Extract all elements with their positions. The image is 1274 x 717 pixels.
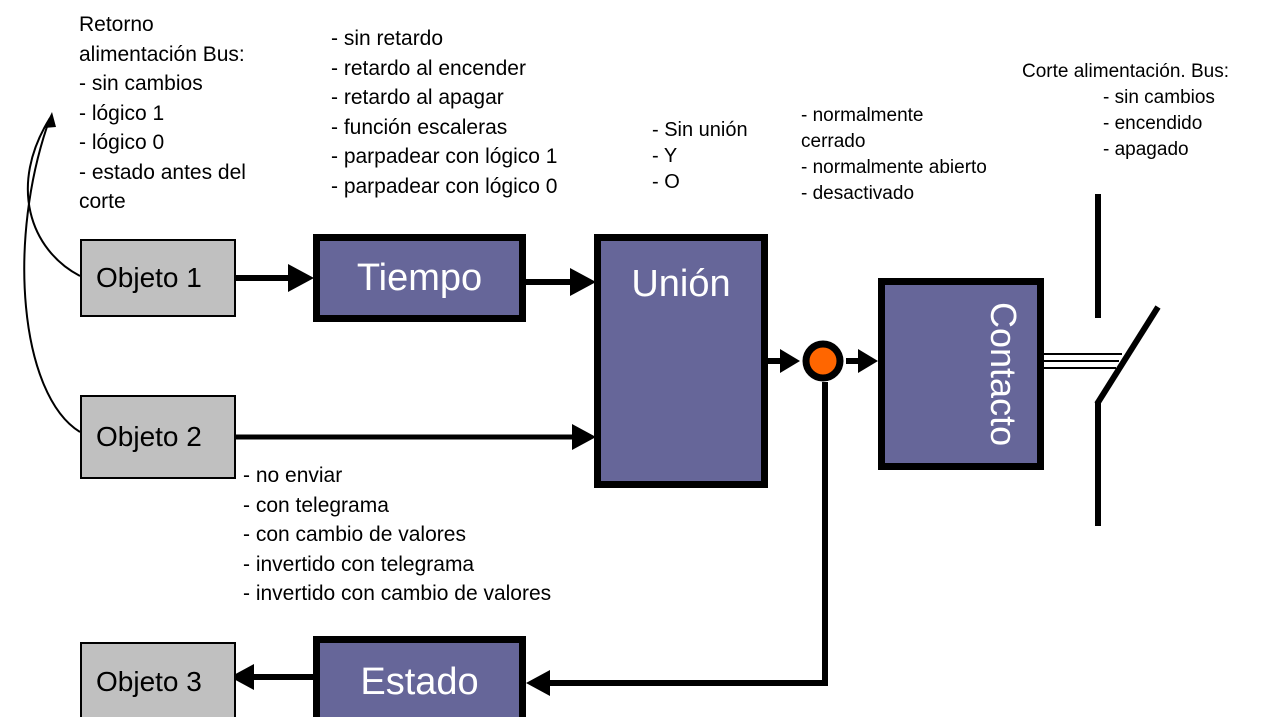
arrowhead-junction bbox=[780, 349, 800, 373]
bus-return-title-line: Retorno bbox=[79, 13, 154, 36]
union-label: Unión bbox=[631, 263, 731, 305]
union-options-note: - Sin unión - Y - O bbox=[652, 117, 748, 195]
arrowhead-contacto bbox=[858, 349, 878, 373]
tiempo-label: Tiempo bbox=[356, 256, 483, 299]
time-option: - parpadear con lógico 0 bbox=[331, 174, 558, 198]
return-arrowhead bbox=[44, 112, 56, 128]
contact-options-note: - normalmente cerrado - normalmente abie… bbox=[801, 103, 987, 207]
contact-option: - normalmente abierto bbox=[801, 157, 987, 178]
objeto3-box: Objeto 3 bbox=[80, 642, 236, 717]
time-option: - función escaleras bbox=[331, 115, 508, 139]
junction-node bbox=[802, 340, 844, 382]
bus-cut-option: - apagado bbox=[1103, 139, 1189, 160]
contact-option: cerrado bbox=[801, 131, 866, 152]
return-curve-objeto2 bbox=[23, 117, 81, 433]
arrowhead-union-top bbox=[570, 268, 596, 296]
bus-cut-option: - encendido bbox=[1103, 113, 1203, 134]
union-option: - O bbox=[652, 171, 680, 193]
bus-cut-option: - sin cambios bbox=[1103, 87, 1215, 108]
time-options-note: - sin retardo - retardo al encender - re… bbox=[331, 24, 557, 201]
arrowhead-tiempo bbox=[288, 264, 314, 292]
time-option: - parpadear con lógico 1 bbox=[331, 145, 558, 168]
contacto-label: Contacto bbox=[983, 302, 1024, 447]
time-option: - retardo al encender bbox=[331, 56, 526, 80]
bus-return-option: - lógico 1 bbox=[79, 101, 165, 125]
status-send-option: - invertido con cambio de valores bbox=[243, 582, 552, 605]
time-option: - retardo al apagar bbox=[331, 86, 504, 109]
objeto2-box: Objeto 2 bbox=[80, 395, 236, 479]
objeto2-label: Objeto 2 bbox=[96, 421, 202, 452]
return-curve-objeto1 bbox=[27, 117, 81, 277]
bus-return-note: Retorno alimentación Bus: - sin cambios … bbox=[79, 10, 246, 217]
contacto-block bbox=[878, 278, 1044, 470]
arrowhead-estado bbox=[526, 670, 550, 696]
bus-cut-options: - sin cambios - encendido - apagado bbox=[1103, 85, 1215, 163]
arrowhead-objeto3 bbox=[230, 664, 254, 690]
objeto1-box: Objeto 1 bbox=[80, 239, 236, 317]
estado-block: Estado bbox=[313, 636, 526, 717]
estado-label: Estado bbox=[360, 660, 479, 703]
status-send-option: - con cambio de valores bbox=[243, 523, 466, 546]
switch-blade bbox=[1094, 305, 1161, 406]
bus-cut-title: Corte alimentación. Bus: bbox=[1022, 61, 1229, 82]
bus-return-option: corte bbox=[79, 190, 126, 213]
bus-return-option: - estado antes del bbox=[79, 160, 246, 184]
bus-return-option: - lógico 0 bbox=[79, 131, 165, 154]
contact-option: - normalmente bbox=[801, 105, 924, 126]
status-send-note: - no enviar - con telegrama - con cambio… bbox=[243, 461, 551, 609]
wire-junction-estado bbox=[548, 382, 828, 686]
union-option: - Y bbox=[652, 145, 678, 167]
time-option: - sin retardo bbox=[331, 27, 444, 50]
status-send-option: - con telegrama bbox=[243, 493, 389, 517]
bus-return-title-line: alimentación Bus: bbox=[79, 42, 245, 66]
status-send-option: - no enviar bbox=[243, 464, 343, 487]
contact-option: - desactivado bbox=[801, 183, 915, 204]
union-option: - Sin unión bbox=[652, 119, 748, 141]
bus-return-option: - sin cambios bbox=[79, 72, 203, 95]
union-block: Unión bbox=[594, 234, 768, 488]
tiempo-block: Tiempo bbox=[313, 234, 526, 322]
objeto3-label: Objeto 3 bbox=[96, 666, 202, 697]
objeto1-label: Objeto 1 bbox=[96, 262, 202, 293]
status-send-option: - invertido con telegrama bbox=[243, 552, 475, 576]
arrowhead-union-bottom bbox=[572, 424, 596, 450]
